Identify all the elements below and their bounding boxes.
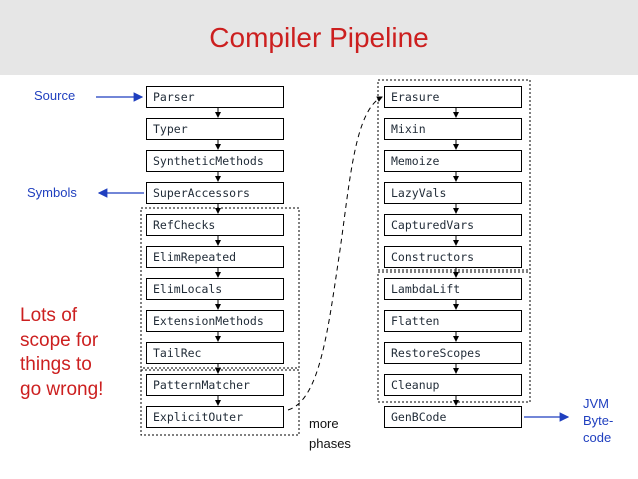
jvm-line: JVM — [583, 396, 609, 411]
jvm-line: Byte- — [583, 413, 614, 428]
phase-box-lazy-vals: LazyVals — [384, 182, 522, 204]
slide-title: Compiler Pipeline — [209, 22, 429, 53]
warning-text: Lots of scope for things to go wrong! — [20, 304, 140, 402]
source-label: Source — [34, 88, 76, 103]
warning-line: go wrong! — [20, 378, 104, 400]
title-bar: Compiler Pipeline — [0, 0, 638, 75]
phase-box-captured-vars: CapturedVars — [384, 214, 522, 236]
warning-line: Lots of — [20, 305, 78, 326]
phase-box-restore-scopes: RestoreScopes — [384, 342, 522, 364]
more-phases-line: more — [309, 416, 339, 431]
phase-box-lambda-lift: LambdaLift — [384, 278, 522, 300]
phase-box-elim-locals: ElimLocals — [146, 278, 284, 300]
more-phases-label: more phases — [309, 414, 369, 454]
phase-box-tail-rec: TailRec — [146, 342, 284, 364]
more-phases-line: phases — [309, 436, 351, 451]
phase-box-constructors: Constructors — [384, 246, 522, 268]
phase-box-flatten: Flatten — [384, 310, 522, 332]
phase-box-pattern-matcher: PatternMatcher — [146, 374, 284, 396]
jvm-bytecode-label: JVM Byte- code — [583, 395, 633, 446]
group-outline-left-bottom — [140, 369, 300, 436]
phase-box-super-accessors: SuperAccessors — [146, 182, 284, 204]
more-phases-connector — [287, 96, 383, 411]
group-outline-left-middle — [140, 207, 300, 369]
phase-box-ref-checks: RefChecks — [146, 214, 284, 236]
warning-line: scope for — [20, 329, 99, 351]
phase-box-extension-methods: ExtensionMethods — [146, 310, 284, 332]
phase-box-gen-bcode: GenBCode — [384, 406, 522, 428]
phase-box-erasure: Erasure — [384, 86, 522, 108]
phase-box-cleanup: Cleanup — [384, 374, 522, 396]
group-outline-right-top — [377, 79, 531, 271]
phase-box-explicit-outer: ExplicitOuter — [146, 406, 284, 428]
phase-box-mixin: Mixin — [384, 118, 522, 140]
group-outline-right-bottom — [377, 271, 531, 403]
jvm-line: code — [583, 430, 612, 445]
symbols-label: Symbols — [27, 185, 77, 200]
phase-box-synthetic-methods: SyntheticMethods — [146, 150, 284, 172]
phase-box-typer: Typer — [146, 118, 284, 140]
warning-line: things to — [20, 354, 92, 375]
phase-box-elim-repeated: ElimRepeated — [146, 246, 284, 268]
phase-box-memoize: Memoize — [384, 150, 522, 172]
phase-box-parser: Parser — [146, 86, 284, 108]
